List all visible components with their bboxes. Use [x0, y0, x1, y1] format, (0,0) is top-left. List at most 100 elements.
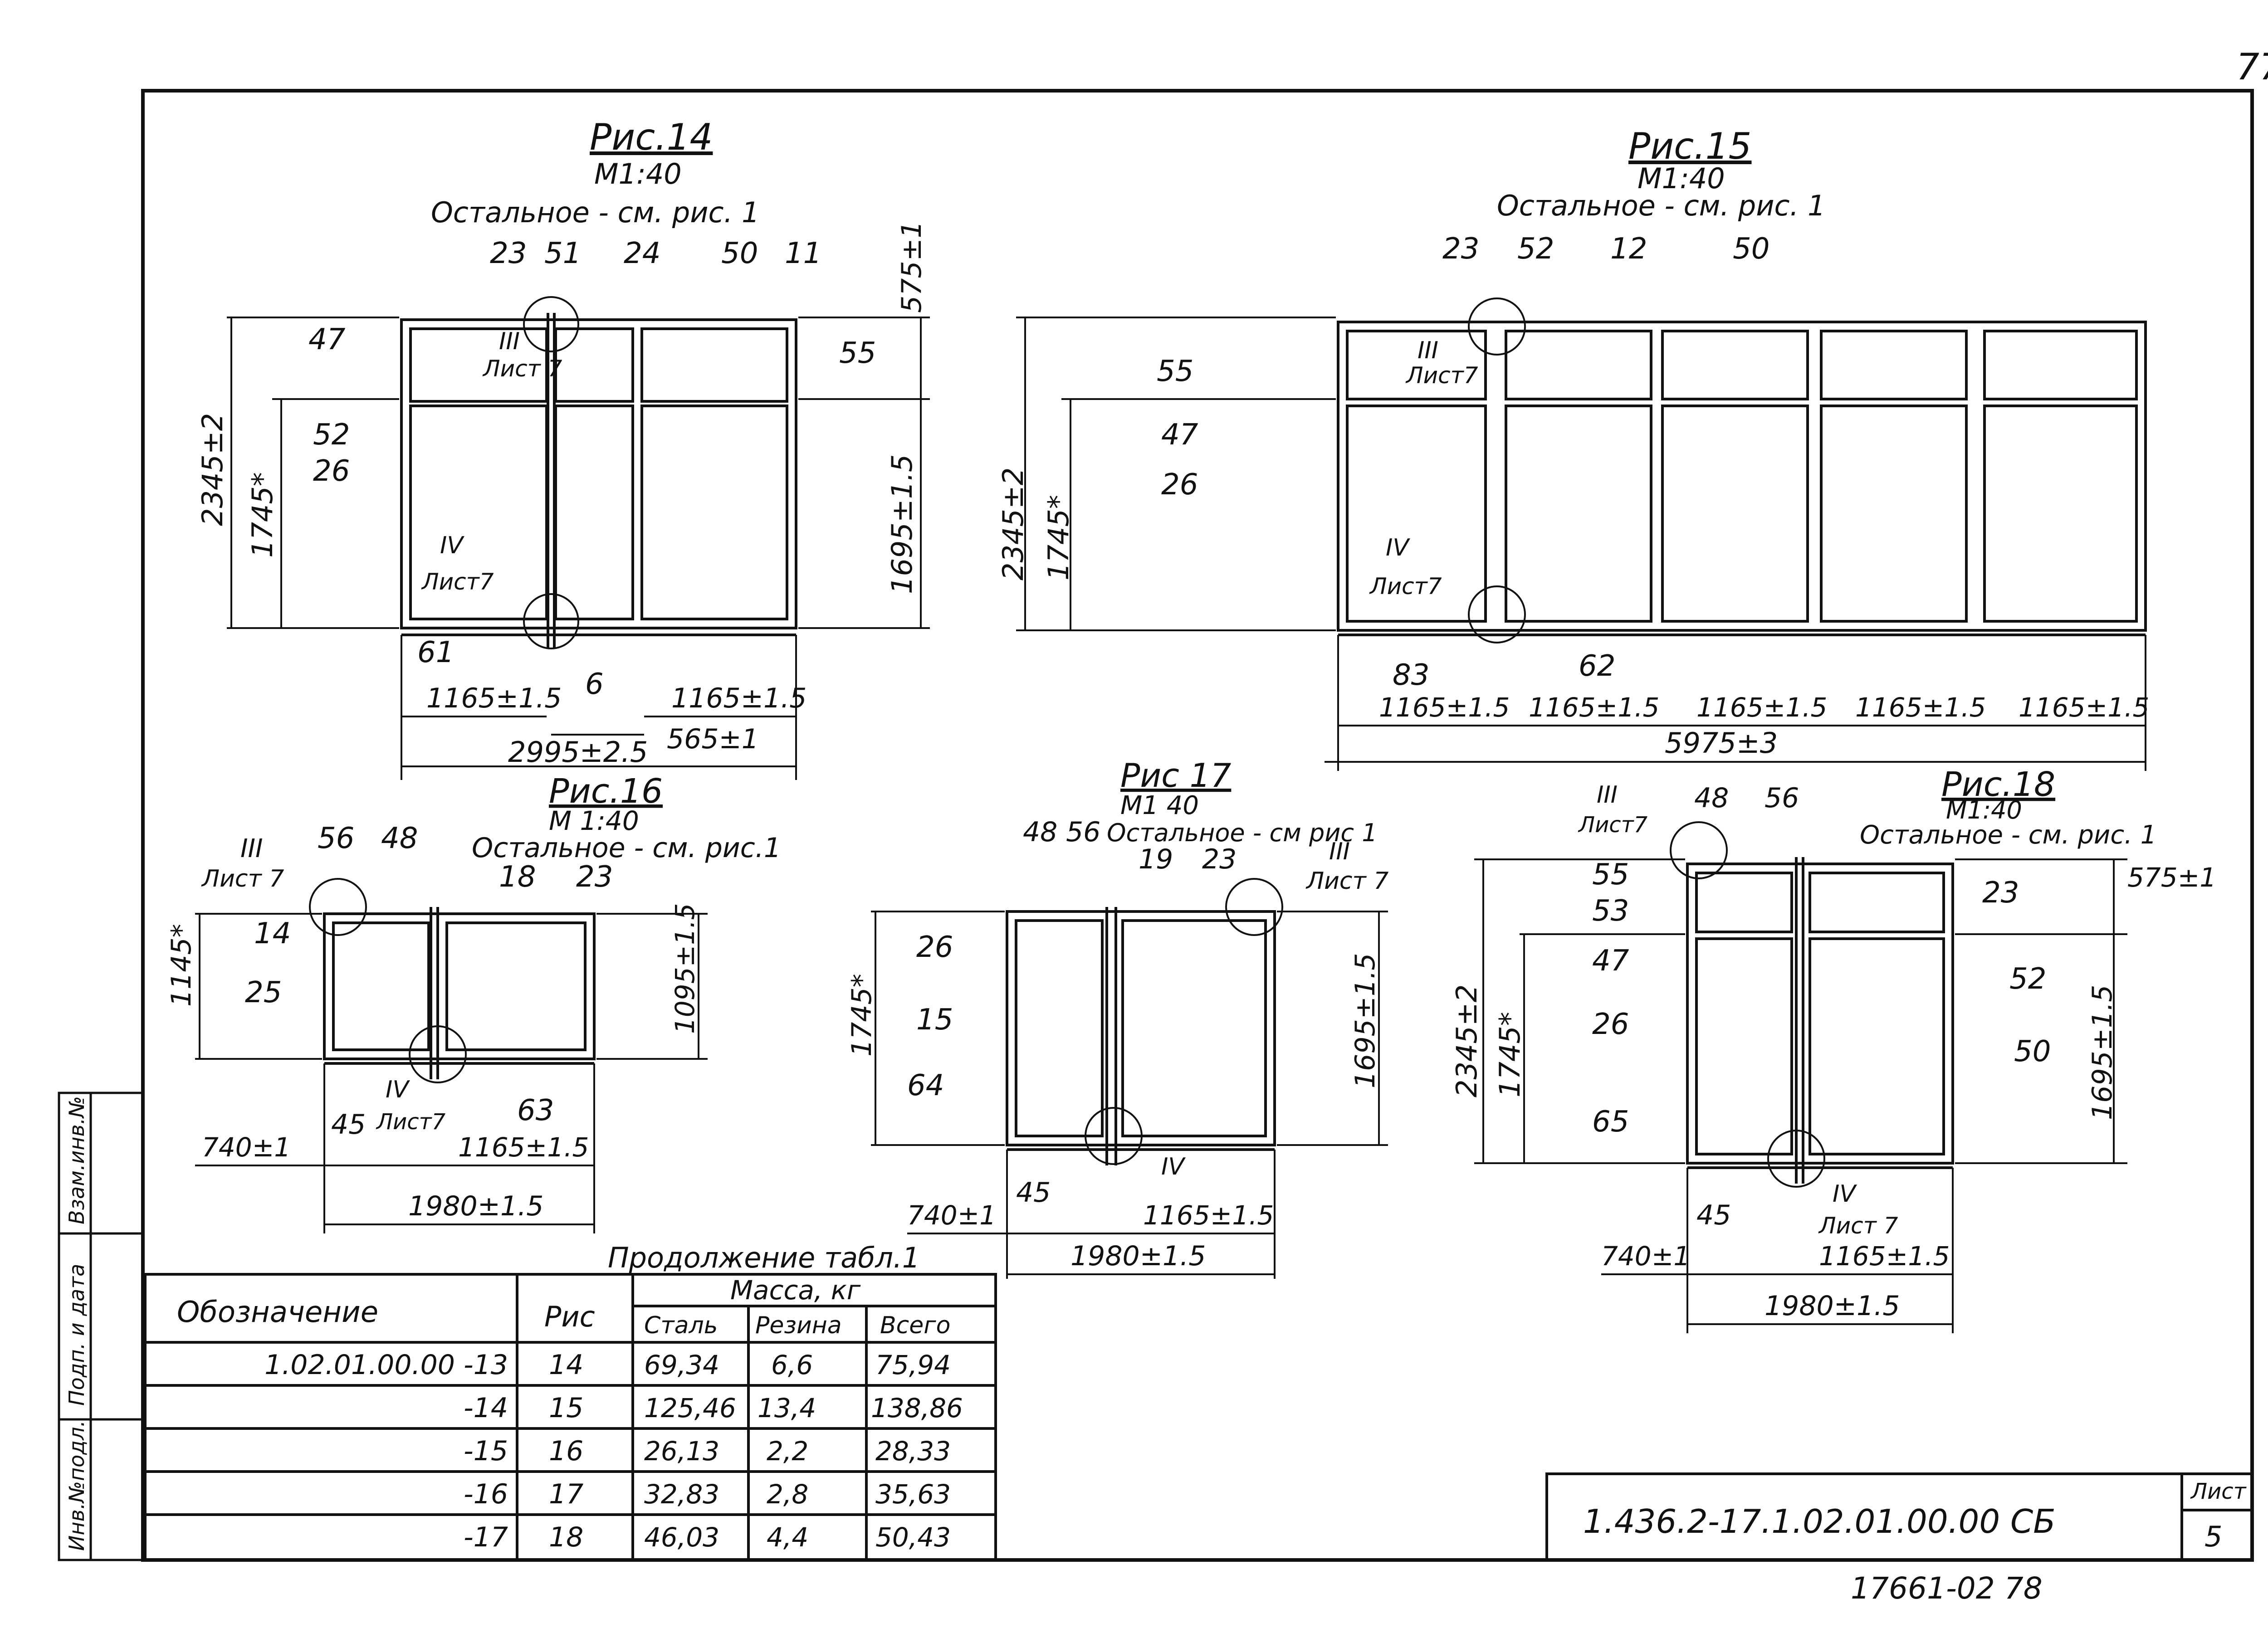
fig14-scale: М1:40: [594, 157, 682, 190]
fig18-note: Остальное - см. рис. 1: [1860, 820, 2156, 850]
fig16-dim-1145: 1145*: [166, 924, 197, 1007]
table-header-total: Всего: [880, 1312, 950, 1339]
table-caption: Продолжение табл.1: [608, 1241, 920, 1274]
fig14-dim-1165-b: 1165±1.5: [671, 682, 807, 714]
row-total: 138,86: [871, 1393, 963, 1423]
fig18-detail-III: III: [1597, 781, 1618, 809]
fig14-dim-1165-a: 1165±1.5: [426, 682, 562, 714]
row-rubber: 13,4: [758, 1393, 816, 1423]
table-row: 1.02.01.00.00 -13 14 69,34 6,6 75,94: [264, 1349, 951, 1381]
fig17-frame: [1006, 907, 1276, 1165]
fig18-callout-47: 47: [1592, 944, 1629, 978]
fig15-dim-1165-e: 1165±1.5: [2019, 692, 2149, 723]
fig17-dim-1745: 1745*: [846, 974, 878, 1057]
fig17-scale: М1 40: [1120, 791, 1199, 820]
fig17-callout-15: 15: [916, 1003, 953, 1037]
fig16-title: Рис.16: [549, 772, 663, 811]
fig16-callout-23: 23: [576, 860, 613, 894]
fig18-dim-740: 740±1: [1601, 1241, 1690, 1272]
fig14-callout-11: 11: [785, 237, 821, 270]
fig17-note: Остальное - см рис 1: [1107, 819, 1378, 847]
fig16-scale: М 1:40: [549, 805, 639, 836]
fig14-callout-23: 23: [490, 237, 527, 270]
fig16-dim-lines: [195, 878, 708, 1233]
fig15-callout-26: 26: [1161, 468, 1198, 502]
fig17-callout-19: 19: [1139, 843, 1173, 875]
fig17-dim-740: 740±1: [907, 1200, 996, 1231]
fig17-callout-48: 48: [1023, 816, 1057, 848]
fig15-callout-62: 62: [1579, 649, 1615, 683]
row-fig: 18: [549, 1521, 583, 1553]
fig18-callout-52: 52: [2009, 962, 2046, 996]
fig18-detail-IV-sheet: Лист 7: [1818, 1213, 1898, 1239]
table-row: -16 17 32,83 2,8 35,63: [464, 1478, 951, 1510]
fig15-dim-1165-a: 1165±1.5: [1379, 692, 1510, 723]
figure-14: Рис.14 М1:40 Остальное - см. рис. 1: [196, 116, 930, 780]
fig16-detail-III-sheet: Лист 7: [201, 865, 284, 892]
fig15-scale: М1:40: [1637, 162, 1725, 195]
fig17-detail-III: III: [1329, 838, 1350, 865]
fig17-dim-1695: 1695±1.5: [1349, 953, 1381, 1088]
fig18-dim-2345: 2345±2: [1450, 985, 1483, 1097]
fig14-title: Рис.14: [590, 116, 713, 158]
row-fig: 14: [549, 1349, 583, 1381]
fig14-dim-2995: 2995±2.5: [508, 736, 648, 769]
row-fig: 15: [549, 1392, 583, 1424]
row-rubber: 4,4: [767, 1522, 808, 1553]
sheet-number: 5: [2204, 1520, 2222, 1553]
fig16-callout-56: 56: [318, 822, 354, 855]
fig18-callout-23: 23: [1982, 876, 2019, 910]
sheet-label: Лист: [2190, 1479, 2247, 1504]
fig14-callout-52: 52: [313, 418, 350, 452]
fig15-dim-1745: 1745*: [1042, 495, 1075, 580]
fig15-frame: [1337, 321, 2147, 636]
row-total: 35,63: [875, 1479, 951, 1510]
fig16-note: Остальное - см. рис.1: [472, 832, 781, 864]
fig16-callout-48: 48: [381, 822, 418, 855]
fig15-detail-IV: IV: [1386, 534, 1410, 561]
fig15-detail-III-sheet: Лист7: [1405, 362, 1478, 389]
table-row: -15 16 26,13 2,2 28,33: [464, 1435, 951, 1467]
fig16-callout-45: 45: [331, 1109, 366, 1141]
fig14-dim-575: 575±1: [896, 221, 928, 313]
fig14-dim-565: 565±1: [667, 723, 759, 755]
table-grid: [144, 1273, 997, 1561]
fig15-callout-52: 52: [1517, 232, 1554, 266]
fig16-callout-18: 18: [499, 860, 536, 894]
fig18-callout-53: 53: [1592, 894, 1629, 928]
side-stamp: Инв.№подл. Подп. и дата Взам.инв.№: [58, 1092, 144, 1561]
fig17-dim-1165: 1165±1.5: [1143, 1200, 1274, 1231]
fig15-detail-IV-sheet: Лист7: [1369, 573, 1442, 600]
row-fig: 16: [549, 1435, 583, 1467]
figure-15: Рис.15 М1:40 Остальное - см. рис. 1: [997, 125, 2149, 771]
fig16-callout-25: 25: [245, 976, 282, 1009]
fig18-callout-55: 55: [1592, 858, 1629, 892]
row-designation: -15: [464, 1435, 508, 1467]
title-block: 1.436.2-17.1.02.01.00.00 СБ Лист 5: [1545, 1472, 2253, 1561]
fig16-dim-740: 740±1: [202, 1132, 291, 1163]
fig14-callout-51: 51: [544, 237, 581, 270]
fig16-callout-63: 63: [517, 1094, 554, 1127]
fig15-callout-83: 83: [1393, 658, 1429, 692]
figure-18: Рис.18 М1:40 Остальное - см. рис. 1: [1450, 765, 2216, 1333]
row-steel: 46,03: [644, 1522, 719, 1553]
row-designation: -16: [464, 1478, 508, 1510]
table-header-steel: Сталь: [644, 1312, 718, 1339]
table-row: -14 15 125,46 13,4 138,86: [464, 1392, 963, 1424]
table-row: -17 18 46,03 4,4 50,43: [464, 1521, 951, 1553]
row-total: 50,43: [875, 1522, 951, 1553]
fig15-dim-5975: 5975±3: [1665, 726, 1778, 760]
fig17-detail-III-sheet: Лист 7: [1305, 868, 1388, 895]
fig14-detail-IV: IV: [440, 532, 464, 559]
row-fig: 17: [549, 1478, 583, 1510]
fig14-callout-26: 26: [313, 454, 350, 488]
footer-number: 17661-02 78: [1851, 1571, 2043, 1606]
fig15-dim-1165-d: 1165±1.5: [1855, 692, 1986, 723]
fig15-dim-1165-c: 1165±1.5: [1696, 692, 1827, 723]
fig15-callout-12: 12: [1610, 232, 1647, 266]
row-designation: -17: [464, 1521, 508, 1553]
fig18-detail-III-sheet: Лист7: [1578, 812, 1648, 838]
fig18-callout-45: 45: [1696, 1199, 1731, 1231]
fig17-dim-1980: 1980±1.5: [1070, 1240, 1206, 1272]
fig18-detail-IV: IV: [1833, 1180, 1857, 1208]
